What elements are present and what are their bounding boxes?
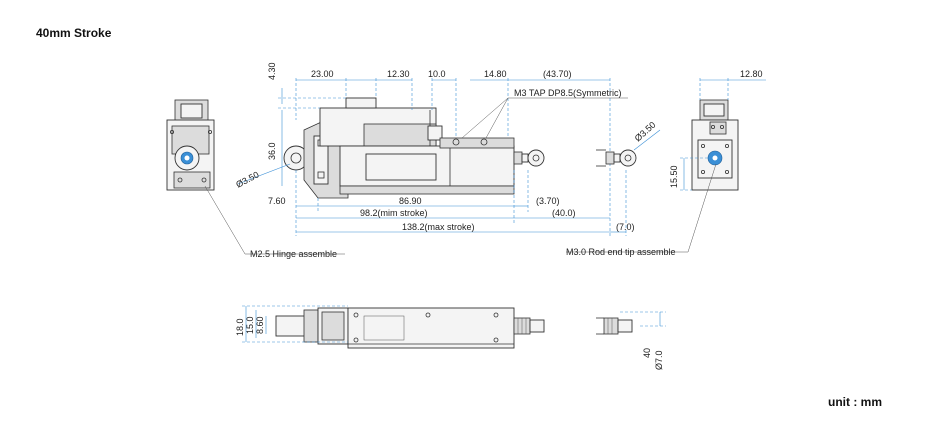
dim-23-00: 23.00 — [311, 69, 334, 79]
dim-18-0: 18.0 — [235, 318, 245, 336]
hinge-assemble-label: M2.5 Hinge assemble — [250, 249, 337, 259]
dim-12-30: 12.30 — [387, 69, 410, 79]
rod-end-tip-label: M3.0 Rod end tip assemble — [566, 247, 676, 257]
bottom-dimensions: 7.60 86.90 (3.70) 98.2(mim stroke) (40.0… — [268, 170, 635, 236]
top-dimensions: 23.00 12.30 10.0 14.80 (43.70) 4.30 36.0 — [267, 62, 611, 236]
dim-7-0: (7.0) — [616, 222, 635, 232]
dim-98-2: 98.2(mim stroke) — [360, 208, 428, 218]
dim-86-90: 86.90 — [399, 196, 422, 206]
dim-7-60: 7.60 — [268, 196, 286, 206]
dim-36-0: 36.0 — [267, 142, 277, 160]
dim-dia-3-50-left: Ø3.50 — [234, 169, 260, 189]
dim-10-0: 10.0 — [428, 69, 446, 79]
rod-end-tip-view — [596, 149, 637, 167]
dim-4-30: 4.30 — [267, 62, 277, 80]
dim-15-50: 15.50 — [669, 165, 679, 188]
dim-43-70: (43.70) — [543, 69, 572, 79]
dim-dia-7-0: Ø7.0 — [654, 350, 664, 370]
m3-tap-label: M3 TAP DP8.5(Symmetric) — [514, 88, 622, 98]
actuator-side-view — [283, 97, 545, 199]
right-end-view — [691, 99, 739, 191]
dim-dia-3-50-right: Ø3.50 — [633, 120, 658, 144]
drawing-title: 40mm Stroke — [36, 26, 112, 40]
dim-14-80: 14.80 — [484, 69, 507, 79]
rod-tip-top-view — [596, 317, 633, 335]
dim-15-0: 15.0 — [245, 316, 255, 334]
dim-3-70: (3.70) — [536, 196, 560, 206]
dim-138-2: 138.2(max stroke) — [402, 222, 475, 232]
actuator-top-view — [275, 307, 545, 349]
dim-12-80: 12.80 — [740, 69, 763, 79]
dim-8-60: 8.60 — [255, 316, 265, 334]
unit-label: unit : mm — [828, 395, 882, 409]
dim-40-0: (40.0) — [552, 208, 576, 218]
dim-40: 40 — [642, 348, 652, 358]
left-end-view — [166, 99, 215, 191]
